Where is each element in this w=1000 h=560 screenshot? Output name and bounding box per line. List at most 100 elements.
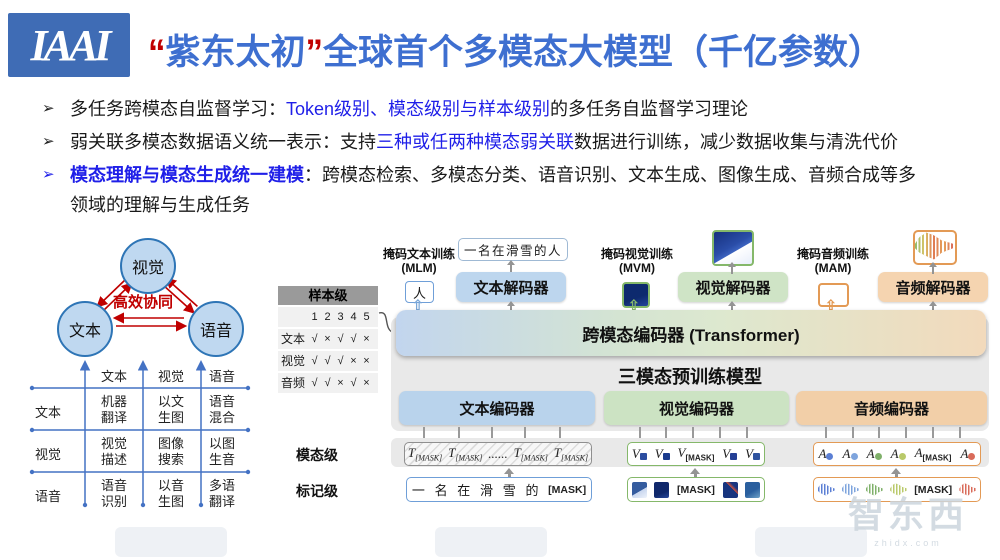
text-token: T[MASK] [553, 445, 589, 463]
text-char: 的 [525, 483, 539, 498]
text-token: T[MASK] [407, 445, 443, 463]
audio-encoder: 音频编码器 [796, 391, 987, 425]
waveform-icon [817, 483, 835, 496]
matrix-col-header: 视觉 [157, 369, 184, 384]
sample-row-audio: 音频 √ √ × √ × [278, 373, 378, 393]
bullet-3-post2: 领域的理解与生成任务 [70, 195, 250, 215]
venn-node-vision-label: 视觉 [131, 260, 164, 277]
waveform-icon [850, 453, 858, 460]
bullet-2: ➢ 弱关联多模态数据语义统一表示：支持三种或任两种模态弱关联数据进行训练，减少数… [42, 127, 982, 157]
matrix-row-header: 视觉 [34, 447, 61, 462]
bullet-3-arrow-icon: ➢ [42, 166, 55, 183]
audio-token: A [961, 446, 976, 462]
bullet-1-arrow-icon: ➢ [42, 100, 55, 117]
watermark-ghost [755, 527, 867, 557]
watermark: 智东西 zhidx.com [848, 486, 968, 548]
bullet-1-post: 的多任务自监督学习理论 [550, 99, 749, 119]
bullet-3-text: 模态理解与模态生成统一建模：跨模态检索、多模态分类、语音识别、文本生成、图像生成… [70, 160, 916, 220]
model-title: 三模态预训练模型 [618, 367, 762, 387]
bullet-2-arrow-icon: ➢ [42, 133, 55, 150]
ellipsis: ...... [488, 446, 508, 461]
text-token: T[MASK] [513, 445, 548, 463]
connector-line [852, 427, 854, 440]
bullet-2-highlight: 三种或任两种模态弱关联 [376, 132, 574, 152]
watermark-text: 智东西 [848, 494, 969, 535]
text-modality-tokens: T[MASK] T[MASK] ...... T[MASK] T[MASK] [404, 442, 592, 466]
mam-label: 掩码音频训练 (MAM) [796, 247, 869, 275]
bullet-3-post: ：跨模态检索、多模态分类、语音识别、文本生成、图像生成、音频合成等多 [304, 165, 916, 185]
bullet-1-text: 多任务跨模态自监督学习：Token级别、模态级别与样本级别的多任务自监督学习理论 [70, 94, 748, 124]
bullet-1: ➢ 多任务跨模态自监督学习：Token级别、模态级别与样本级别的多任务自监督学习… [42, 94, 982, 124]
mask-token: [MASK] [914, 483, 953, 496]
audio-token: A [891, 446, 906, 462]
matrix-cell: 以文生图 [157, 394, 184, 425]
audio-decoder: 音频解码器 [878, 272, 988, 302]
mask-token: [MASK] [677, 483, 715, 496]
matrix-cell: 语音识别 [100, 478, 127, 509]
matrix-row-header: 文本 [34, 405, 61, 420]
sample-col: 2 [324, 311, 331, 323]
up-arrow-blue-icon: ⇧ [412, 297, 424, 313]
connector-line [905, 427, 907, 440]
sample-level-title: 样本级 [278, 286, 378, 305]
audio-modality-tokens: A A A A A[MASK] A [813, 442, 981, 466]
matrix-cell: 以图生音 [208, 436, 235, 467]
vision-token: V [722, 446, 738, 462]
vision-token: V [745, 446, 761, 462]
vision-token-masked: V[MASK] [677, 445, 715, 463]
title-open-quote: “ [148, 33, 166, 72]
cross-modal-encoder: 跨模态编码器 (Transformer) [396, 310, 986, 356]
text-decoder: 文本解码器 [456, 272, 566, 302]
vision-modality-tokens: V V V[MASK] V V [627, 442, 765, 466]
mvm-masked-image [622, 282, 650, 308]
matrix-col-header: 文本 [100, 369, 127, 384]
audio-token-masked: A[MASK] [914, 445, 952, 463]
sample-col: 1 [311, 311, 318, 323]
sample-col: 3 [337, 311, 344, 323]
matrix-col-header: 语音 [208, 369, 235, 384]
text-char: 雪 [502, 483, 516, 498]
title-brand: 紫东太初 [165, 33, 306, 72]
mlm-label: 掩码文本训练 (MLM) [382, 247, 455, 275]
venn-node-text-label: 文本 [68, 323, 101, 340]
connector-line [692, 427, 694, 440]
connector-line [639, 427, 641, 440]
connector-line [959, 427, 961, 440]
audio-token: A [867, 446, 882, 462]
vision-token: V [632, 446, 647, 462]
audio-token: A [819, 446, 834, 462]
up-arrow-green-icon: ⇧ [628, 297, 640, 313]
sample-row-text: 文本 √ × √ √ × [278, 329, 378, 349]
venn-node-vision: 视觉 [120, 238, 176, 294]
up-arrow-icon [728, 301, 736, 313]
matrix-cell: 多语翻译 [208, 478, 235, 509]
up-arrow-icon [507, 301, 515, 313]
waveform-icon [898, 453, 906, 460]
waveform-icon [968, 453, 976, 460]
sample-col: 5 [363, 311, 370, 323]
mvm-label: 掩码视觉训练 (MVM) [600, 247, 673, 275]
title-rest: 全球首个多模态大模型（千亿参数） [323, 33, 884, 72]
title-close-quote: ” [305, 33, 324, 72]
venn-node-text: 文本 [57, 301, 113, 357]
image-patch-icon [631, 481, 647, 498]
text-token: T[MASK] [448, 445, 483, 463]
text-char: 滑 [480, 483, 494, 498]
matrix-cell: 语音混合 [208, 394, 235, 425]
mask-token: [MASK] [548, 483, 587, 496]
venn-node-audio-label: 语音 [199, 323, 232, 340]
image-patch-icon [753, 453, 761, 460]
bullet-2-text: 弱关联多模态数据语义统一表示：支持三种或任两种模态弱关联数据进行训练，减少数据收… [70, 127, 898, 157]
connector-line [746, 427, 748, 440]
bullet-1-highlight: Token级别、模态级别与样本级别 [286, 99, 551, 119]
up-arrow-icon [507, 260, 515, 272]
image-patch-icon [722, 481, 738, 498]
matrix-cell: 图像搜索 [157, 436, 184, 467]
vision-encoder: 视觉编码器 [604, 391, 789, 425]
sample-level-table: 样本级 1 2 3 4 5 文本 √ × √ √ × 视觉 √ √ √ × × … [278, 286, 378, 393]
image-patch-icon [662, 453, 670, 460]
watermark-ghost [435, 527, 547, 557]
text-output-box: 一名在滑雪的人 [458, 238, 568, 261]
vision-patch-sequence: [MASK] [627, 477, 765, 502]
